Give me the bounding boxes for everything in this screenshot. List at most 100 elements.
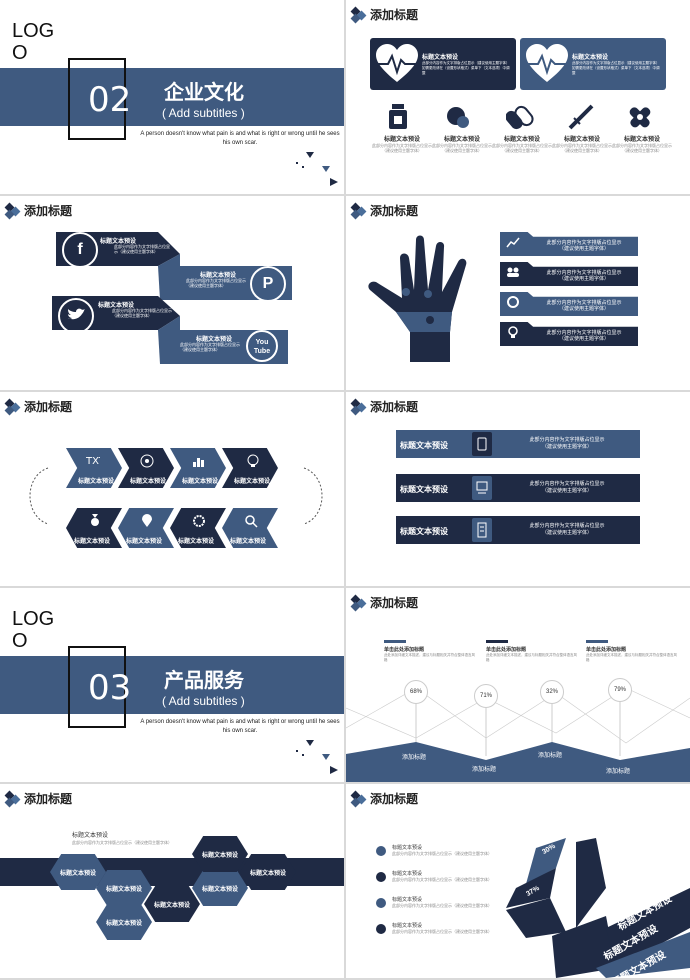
text-label: 添加标题	[370, 596, 419, 610]
text-label: 此部分内容作为文字排版占位显示	[529, 437, 605, 443]
svg-text:TXT: TXT	[86, 456, 100, 466]
text-label: 添加标题	[402, 755, 427, 761]
text-label: 标题文本预设	[392, 845, 423, 851]
tab-icon-2	[472, 476, 492, 500]
decor-triangles-icon	[296, 740, 338, 774]
text-label: 添加标题	[370, 792, 419, 806]
hex-1	[50, 854, 106, 890]
text-label: （建议使用主题字体）	[558, 306, 609, 312]
text-label: 标题文本预设	[200, 273, 237, 279]
header-diamond-icon	[350, 790, 367, 807]
text-label: 此处添加详细文本描述，建议与标题相关并符合整体语言风格	[486, 653, 577, 662]
slide-tabs[interactable]: 添加标题 标题文本预设 标题文本预设 标题文本预设 此部分内容作为文字排版占位显…	[346, 392, 690, 586]
paypal-icon: P	[250, 266, 286, 302]
text-label: 此部分内容作为文字排版占位显示（建议使用主题字体）如需更改请在（设置形状格式）菜…	[572, 61, 660, 75]
slide-header: 添加标题	[350, 594, 419, 611]
text-label: 79%	[608, 678, 632, 702]
text-label: （建议使用主题字体）	[541, 530, 592, 536]
section-subtitle: ( Add subtitles )	[162, 106, 245, 120]
slide-percent-wave[interactable]: 添加标题 单击此处添加标题此处添加详细文本描述，建议与标题相关并符合整体语言风格…	[346, 588, 690, 782]
tab-icon-1	[472, 432, 492, 456]
check-list: 标题文本预设此部分内容作为文字排版占位显示（建议使用主题字体） 标题文本预设此部…	[376, 844, 526, 948]
text-label: 标题文本预设	[400, 485, 448, 494]
text-label: 此部分内容作为文字排版占位显示（建议使用主题字体）	[392, 929, 492, 934]
text-icon: TXT	[86, 456, 100, 466]
text-label: 此部分内容作为文字排版占位显示	[529, 523, 605, 529]
team-icon	[507, 267, 519, 277]
bandage-icon	[629, 107, 651, 128]
text-label: 此部分内容作为文字排版占位显示（建议使用主题字体）	[392, 877, 492, 882]
text-label: 标题文本预设	[392, 897, 423, 903]
text-label: 此部分内容作为文字排版占位显示（建议使用主题字体）	[112, 308, 172, 318]
social-ribbon-shapes	[52, 232, 292, 364]
text-label: 标题文本预设	[202, 887, 239, 893]
text-label: 标题文本预设	[400, 527, 448, 536]
slide-ribbons[interactable]: 添加标题 标题文本预设此部分内容作为文字排版占位显示（建议使用主题字体） 标题文…	[346, 784, 690, 978]
text-label: 32%	[540, 680, 564, 704]
title-band	[0, 68, 344, 126]
hex-4	[144, 886, 200, 922]
syringe-icon	[568, 104, 594, 130]
search-icon	[245, 515, 258, 528]
hand-icon	[368, 235, 467, 362]
text-label: O	[12, 630, 28, 652]
text-label: 标题文本预设	[422, 55, 459, 61]
slide-header: 添加标题	[350, 6, 418, 23]
header-diamond-icon	[4, 790, 21, 807]
text-label: 标题文本预设	[234, 479, 271, 485]
slide-health[interactable]: 添加标题 标题文本预设 此部分内容作为文字排版占位显示（建议使用主题字体）如需更…	[346, 0, 690, 194]
target-icon	[140, 454, 154, 468]
health-card-1: 标题文本预设 此部分内容作为文字排版占位显示（建议使用主题字体）如需更改请在（设…	[370, 38, 516, 90]
section-title: 产品服务	[164, 670, 244, 692]
text-label: 添加标题	[24, 792, 73, 806]
text-label: 此部分内容作为文字排版占位显示（建议使用主题字体）	[552, 143, 612, 153]
section-desc: A person doesn't know what pain is and w…	[140, 131, 340, 146]
capsule-icon	[506, 105, 534, 130]
facebook-icon: f	[62, 232, 98, 268]
text-label: 添加标题	[472, 767, 497, 773]
tab-row-3	[396, 516, 640, 544]
text-label: 标题文本预设	[503, 137, 540, 143]
text-label: （建议使用主题字体）	[541, 444, 592, 450]
health-icon-row: 标题文本预设此部分内容作为文字排版占位显示（建议使用主题字体） 标题文本预设此部…	[372, 100, 672, 180]
text-label: 此部分内容作为文字排版占位显示	[546, 300, 622, 306]
section-subtitle: ( Add subtitles )	[162, 694, 245, 708]
text-label: 此部分内容作为文字排版占位显示（建议使用主题字体）	[114, 244, 170, 254]
heart-pulse-icon	[376, 44, 418, 82]
text-label: 标题文本预设	[392, 871, 423, 877]
text-label: 标题文本预设	[130, 479, 167, 485]
text-label: 此部分内容作为文字排版占位显示（建议使用主题字体）	[492, 143, 552, 153]
text-label: 标题文本预设	[60, 871, 97, 877]
ribbon-shapes	[506, 838, 690, 978]
slide-chevrons[interactable]: 添加标题 标题文本预设 标题文本预设 标题文本预设 标题文本预设 标题文本预设 …	[0, 392, 344, 586]
text-label: 此部分内容作为文字排版占位显示（建议使用主题字体）	[612, 143, 672, 153]
wave-chart	[346, 687, 690, 782]
lightbulb-icon	[508, 326, 518, 338]
text-label: 此部分内容作为文字排版占位显示（建议使用主题字体）	[392, 903, 492, 908]
header-diamond-icon	[350, 202, 367, 219]
text-label: 单击此处添加标题	[586, 647, 627, 653]
text-label: 标题文本预设	[100, 239, 137, 245]
text-label: 68%	[404, 680, 428, 704]
slide-header: 添加标题	[4, 398, 72, 415]
text-label: 标题文本预设	[178, 539, 215, 545]
twitter-icon	[58, 298, 94, 334]
text-label: 标题文本预设	[126, 539, 163, 545]
text-label: 标题文本预设	[72, 833, 109, 839]
decor-triangles-icon	[296, 152, 338, 186]
hex-2	[96, 870, 152, 906]
tab-row-2	[396, 474, 640, 502]
text-label: 标题文本预设	[154, 903, 191, 909]
text-label: 添加标题	[370, 204, 419, 218]
text-label: Tube	[253, 348, 271, 355]
slide-hexes[interactable]: 添加标题 标题文本预设 此部分内容作为文字排版占位显示（建议使用主题字体） 标题…	[0, 784, 344, 978]
hex-3	[96, 904, 152, 940]
medicine-bottle-icon	[389, 104, 407, 129]
slide-hand[interactable]: 添加标题 此部分内容作为文字排版占位显示（建议使用主题字体） 此部分内容作为文字…	[346, 196, 690, 390]
text-label: 标题文本预设	[230, 539, 267, 545]
header-diamond-icon	[350, 6, 367, 23]
slide-social[interactable]: 添加标题 f 标题文本预设 此部分内容作为文字排版占位显示（建议使用主题字体） …	[0, 196, 344, 390]
